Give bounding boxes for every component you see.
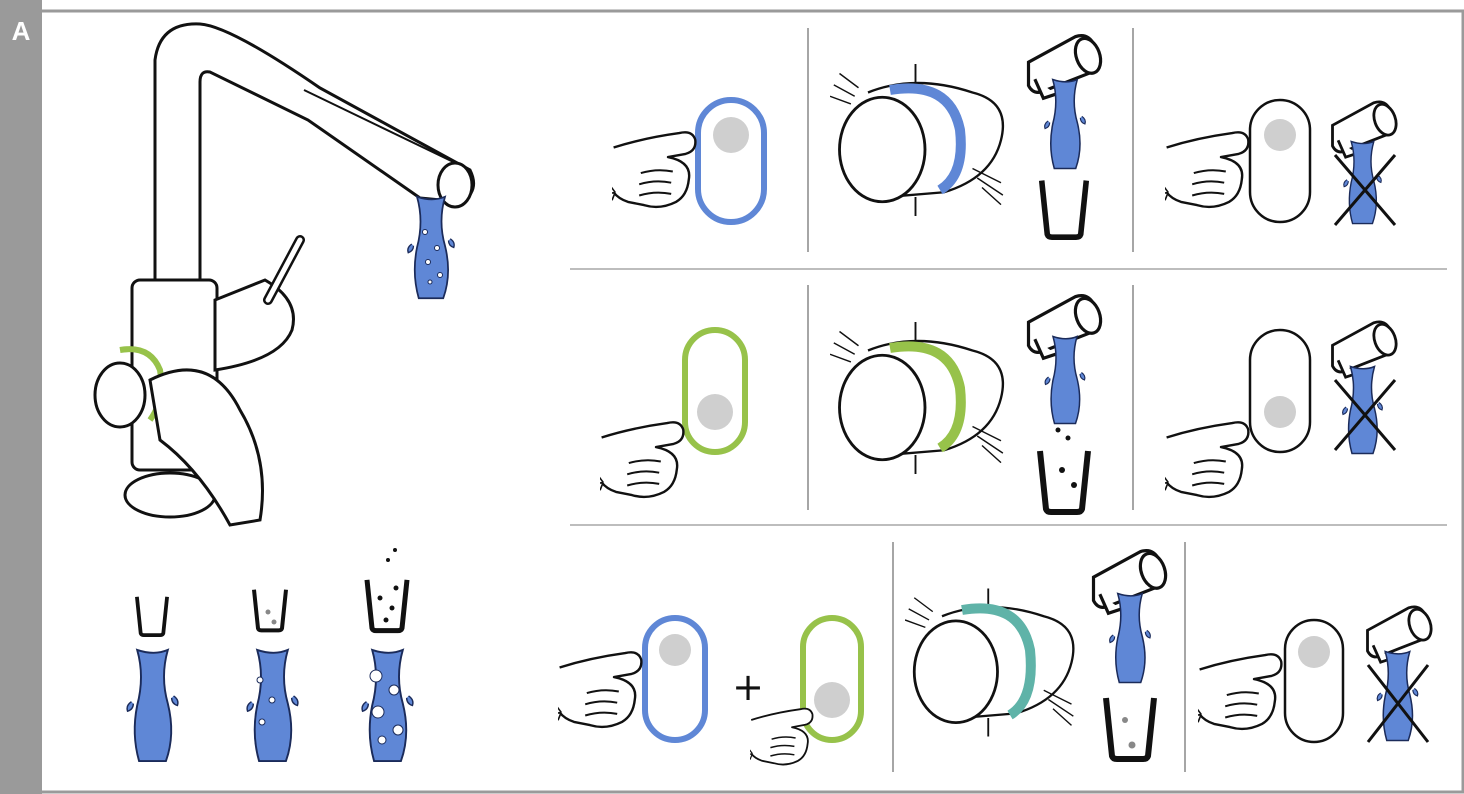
button-panel-idle	[1250, 330, 1310, 452]
section-letter: A	[12, 16, 31, 46]
hand-press-icon	[1195, 654, 1282, 729]
hand-press-icon	[555, 652, 642, 727]
hand-press-icon	[748, 709, 813, 765]
water-medium-stream	[247, 650, 298, 761]
plus-icon: +	[732, 665, 764, 709]
faucet-knob	[95, 363, 145, 427]
glass-still-icon	[137, 597, 167, 635]
glass-medium-icon	[254, 590, 286, 631]
water-sparkling-stream	[362, 650, 413, 761]
water-stream-icon	[1377, 652, 1418, 741]
glass-medium-icon	[1106, 698, 1154, 759]
button-panel-sparkling-active	[685, 330, 745, 452]
hand-press-icon	[1162, 422, 1249, 497]
water-still-stream	[127, 650, 178, 761]
section-tab-bg	[0, 0, 42, 794]
button-panel-idle	[1250, 100, 1310, 222]
hand-press-icon	[1162, 132, 1249, 207]
hand-press-icon	[609, 132, 696, 207]
hand-press-icon	[597, 422, 684, 497]
glass-sparkling-icon	[1040, 451, 1088, 512]
glass-sparkling-icon	[367, 580, 407, 631]
glass-still-icon	[1042, 181, 1087, 238]
